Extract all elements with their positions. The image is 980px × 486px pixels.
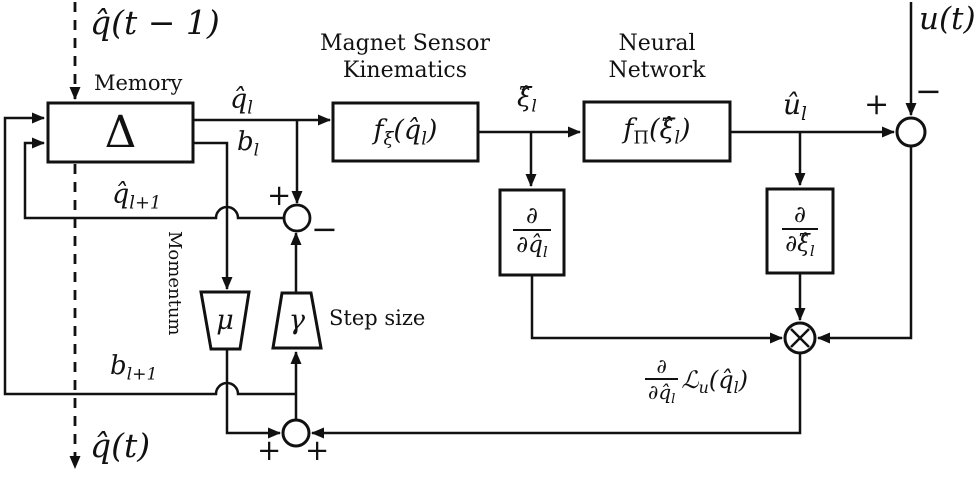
q-prev-label: q̂(t − 1) [90, 3, 220, 42]
jacobian-q-label: ∂ ∂q̂l [500, 190, 564, 275]
memory-delta-symbol: Δ [104, 107, 137, 158]
b-l-wire [193, 141, 233, 290]
momentum-symbol: μ [216, 305, 234, 336]
error-sum-minus-sign: − [915, 72, 942, 110]
product-cross-icon [790, 328, 810, 348]
step-size-label: Step size [329, 306, 426, 330]
q-next-label: q̂(t) [90, 426, 151, 465]
kinematics-title: Magnet Sensor Kinematics [319, 31, 491, 83]
step-size-symbol: γ [288, 305, 306, 336]
update-sum-plus-sign: + [267, 178, 292, 212]
gradient-label: ∂ ∂q̂l ℒu(q̂l) [645, 355, 748, 407]
neural-network-title: Neural Network [608, 31, 706, 83]
xi-l-label: ξ̂l [517, 83, 537, 117]
u-l-label: ûl [783, 88, 807, 125]
update-sum-node [282, 203, 312, 233]
kinematics-box [331, 101, 480, 163]
grad-sum-plus-right-sign: + [305, 433, 330, 467]
update-sum-minus-sign: − [311, 210, 338, 248]
b-l-plus1-feedback-wire [3, 112, 296, 396]
error-sum-plus-sign: + [864, 87, 890, 122]
gradient-wire [311, 353, 802, 439]
jacobian-xi-label: ∂ ∂ξ̂l [767, 189, 833, 273]
neural-network-function-label: fΠ(ξ̂l) [623, 114, 691, 149]
momentum-trapezoid [199, 290, 251, 351]
jacobian-xi-box [765, 187, 835, 275]
q-l-label: q̂l [230, 84, 253, 119]
error-sum-node [895, 116, 927, 148]
step-size-trapezoid [271, 291, 323, 350]
jacobian-q-box [498, 188, 566, 277]
jacobian-q-out-wire [530, 275, 783, 344]
grad-sum-node [281, 418, 311, 448]
b-l-label: bl [237, 127, 260, 161]
memory-title: Memory [94, 71, 183, 95]
memory-box [46, 101, 195, 164]
q-l-plus1-label: q̂l+1 [112, 179, 162, 214]
momentum-out-wire [225, 349, 281, 439]
q-l-plus1-feedback-wire [23, 137, 284, 220]
kinematics-function-label: fξ(q̂l) [373, 114, 438, 150]
grad-sum-plus-left-sign: + [257, 433, 282, 467]
u-t-label: u(t) [919, 1, 976, 37]
b-l-plus1-label: bl+1 [110, 351, 158, 385]
error-wire [817, 146, 913, 344]
neural-network-box [582, 100, 732, 163]
momentum-label: Momentum [164, 231, 185, 336]
